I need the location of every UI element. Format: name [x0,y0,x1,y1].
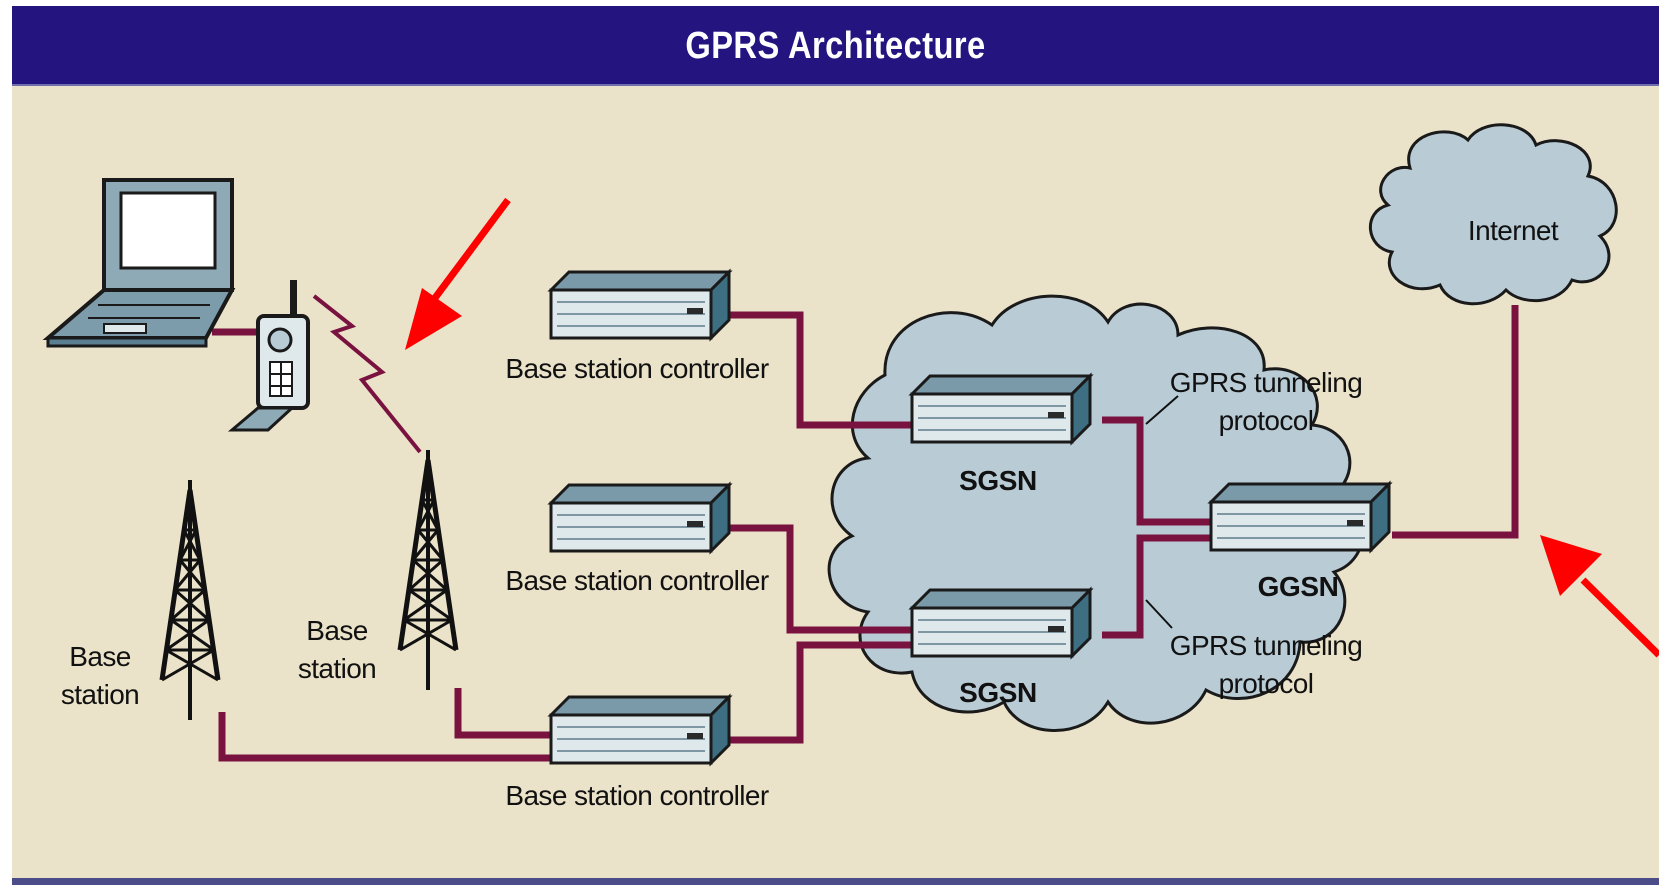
tunneling-label-line2: protocol [1219,668,1314,699]
ggsn-node: GGSN [1209,482,1391,602]
base-station-controller-middle: Base station controller [505,483,769,596]
arrow-icon [1580,577,1659,658]
antenna-tower-icon [162,480,218,720]
router-icon [549,695,731,765]
router-icon [1209,482,1391,552]
tunnel-leader-bottom [1145,599,1173,629]
tunneling-label-line1: GPRS tunneling [1170,367,1362,398]
base-station-label-line2: station [298,653,376,684]
internet-cloud: Internet [1369,123,1618,306]
link-sgsn2-ggsn [1102,534,1220,639]
link-sgsn1-ggsn [1102,416,1220,526]
bsc-label: Base station controller [505,565,769,596]
router-icon [549,270,731,340]
radio-link-icon [312,294,422,454]
link-ggsn-internet [1392,305,1519,539]
tunneling-label-bottom: GPRS tunneling protocol [1170,630,1363,699]
base-station-label-line1: Base [69,641,130,672]
annotation-arrow-top [405,197,511,350]
tunneling-label-line1: GPRS tunneling [1170,630,1362,661]
bsc-label: Base station controller [505,353,769,384]
link-bsc3-sgsn2 [725,641,920,744]
network-links [212,305,1519,762]
title-bar: GPRS Architecture [12,6,1659,86]
sgsn-label: SGSN [959,465,1037,496]
link-tower1-bsc3 [218,712,560,762]
router-icon [910,374,1092,444]
annotation-arrow-right [1540,535,1659,658]
tunneling-label-line2: protocol [1219,405,1314,436]
mobile-phone-icon [227,280,310,432]
ggsn-label: GGSN [1258,571,1339,602]
link-bsc1-sgsn1 [725,311,922,429]
router-icon [549,483,731,553]
base-station-label-right: Base station [298,615,377,684]
sgsn-label: SGSN [959,677,1037,708]
bsc-label: Base station controller [505,780,769,811]
bottom-border [12,878,1659,885]
base-station-label-left: Base station [61,641,140,710]
arrow-icon [429,197,511,305]
internet-label: Internet [1468,215,1559,246]
diagram-title: GPRS Architecture [685,25,986,67]
router-icon [910,588,1092,658]
cloud-icon [1369,123,1618,306]
link-tower2-bsc3 [454,688,558,739]
tunnel-leader-top [1145,395,1179,425]
base-station-label-line1: Base [306,615,367,646]
sgsn-node-bottom: SGSN [910,588,1092,708]
sgsn-node-top: SGSN [910,374,1092,496]
base-station-label-line2: station [61,679,139,710]
base-station-controller-top: Base station controller [505,270,769,384]
tunneling-label-top: GPRS tunneling protocol [1170,367,1363,436]
laptop-icon [42,178,236,348]
base-station-controller-bottom: Base station controller [505,695,769,811]
antenna-tower-icon [400,450,456,690]
link-bsc2-sgsn2 [725,524,920,634]
